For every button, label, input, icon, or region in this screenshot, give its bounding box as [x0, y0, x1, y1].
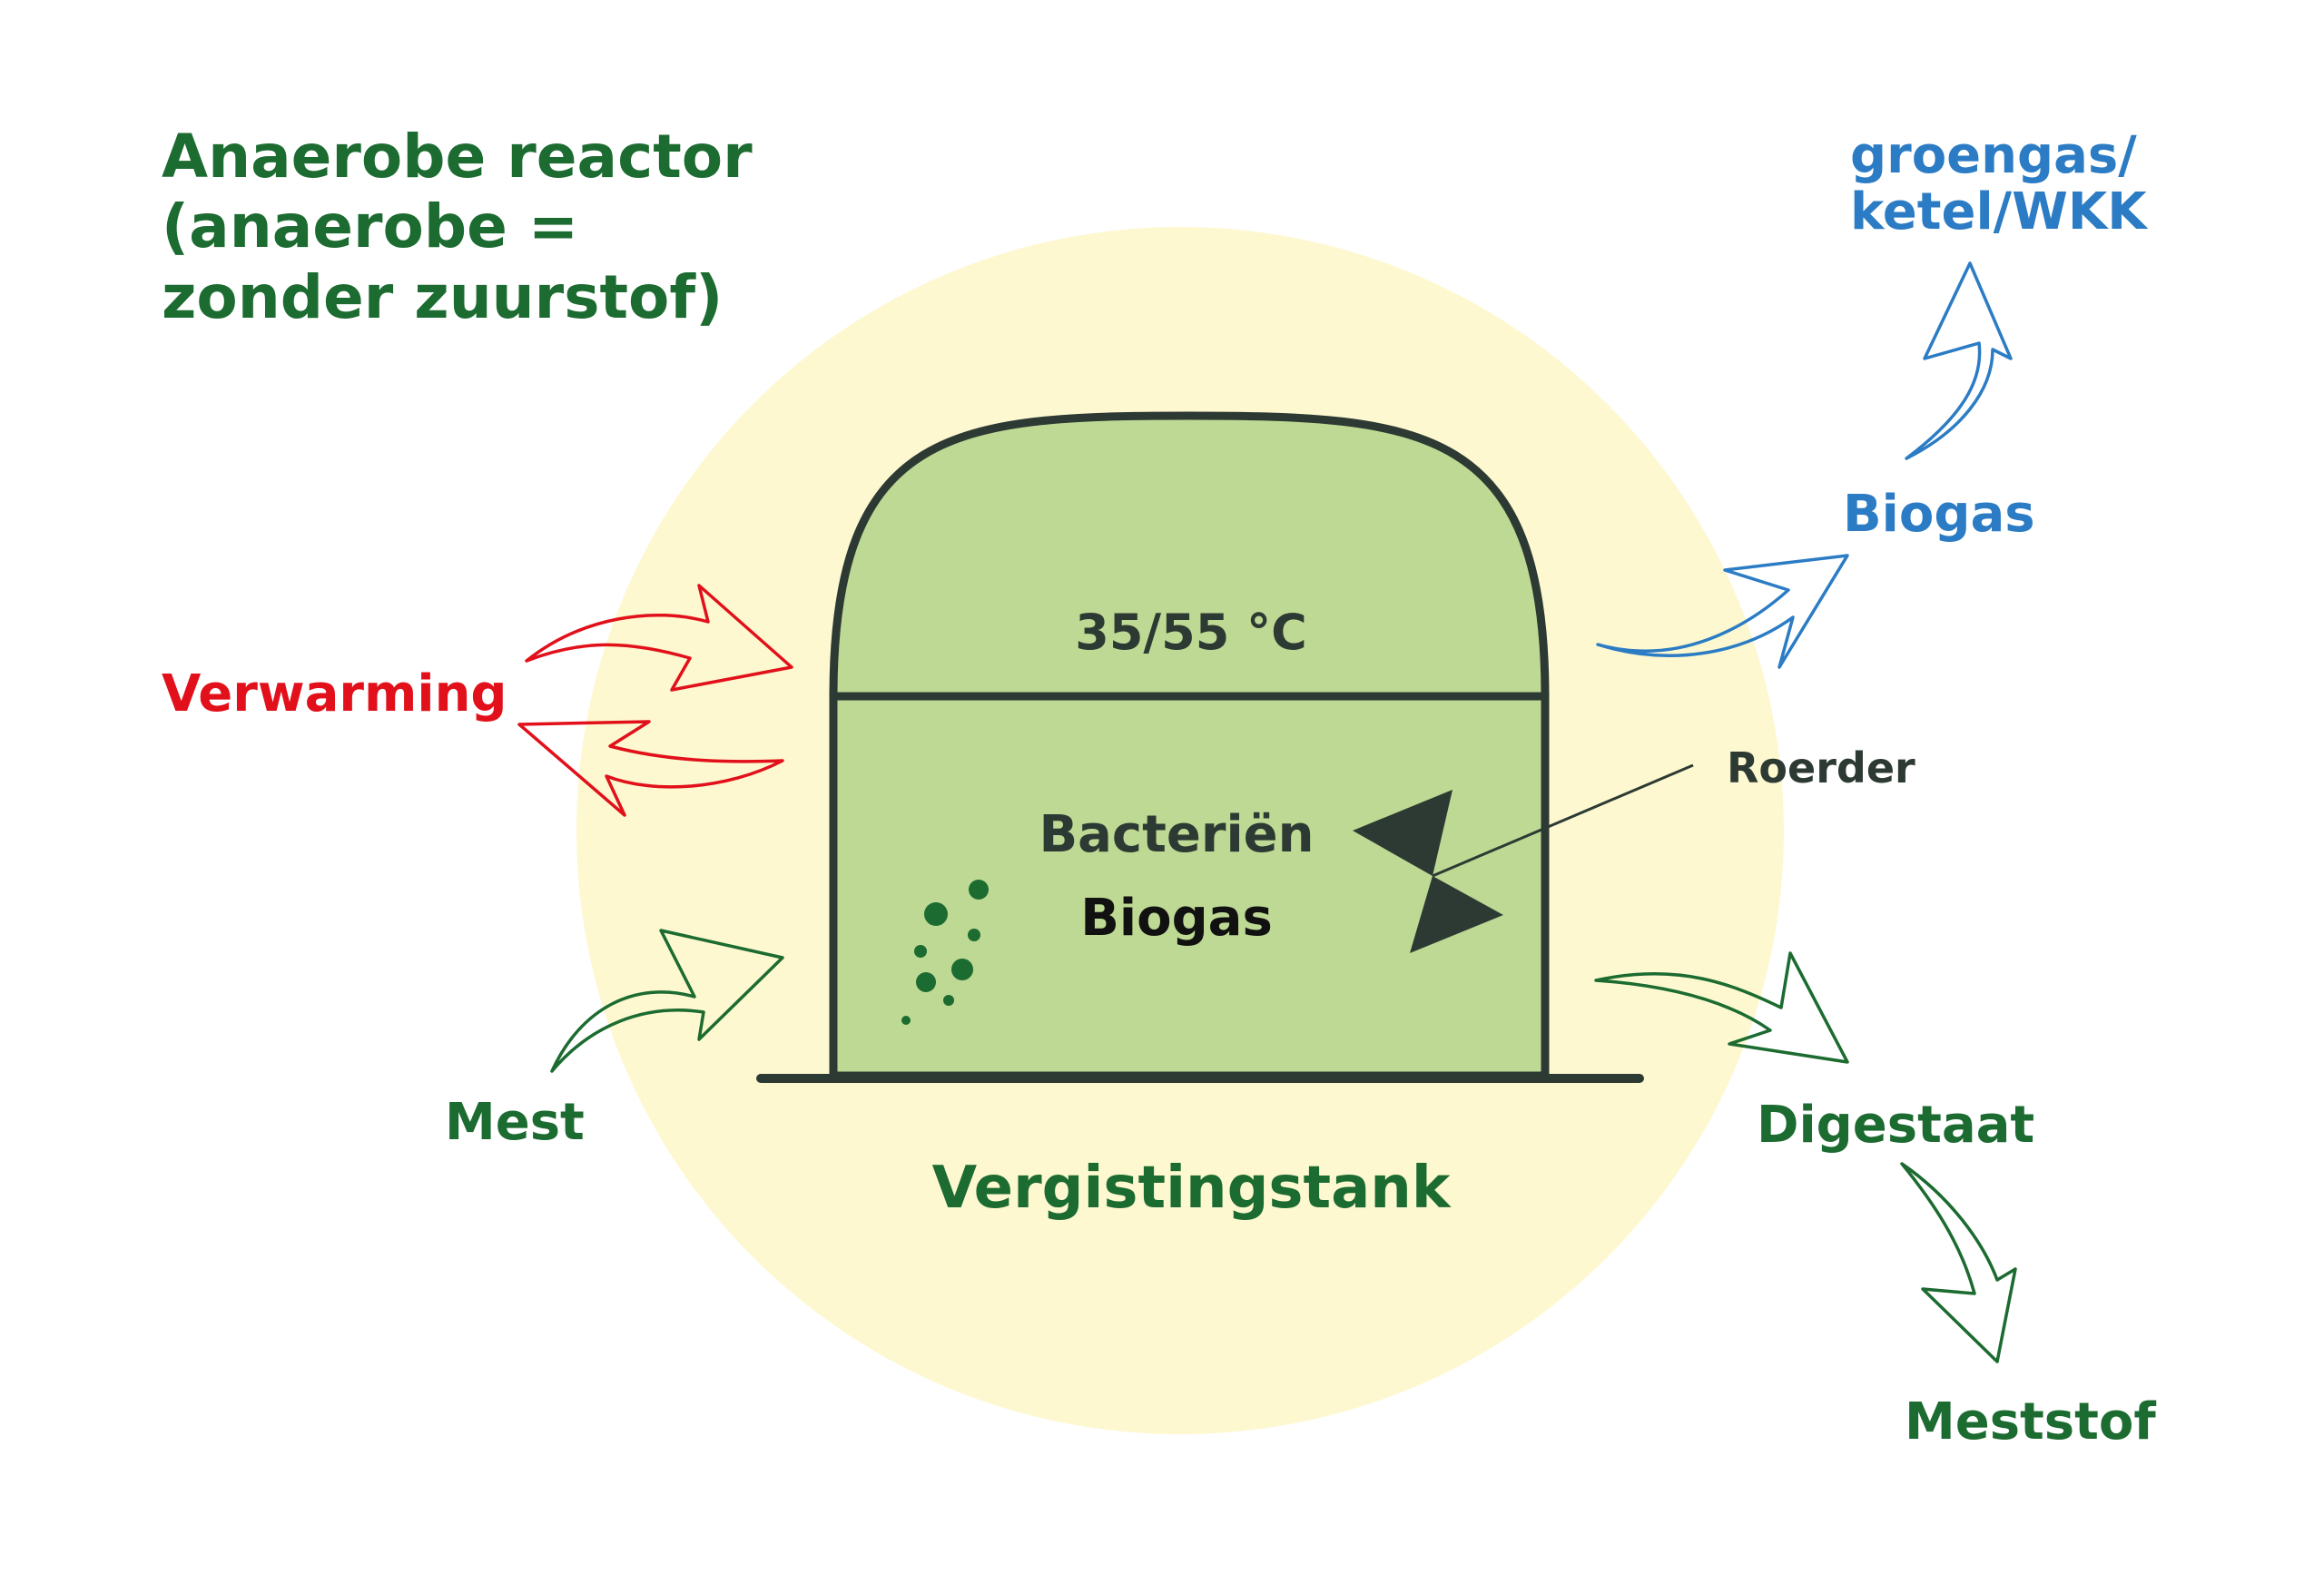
bubble — [951, 959, 973, 980]
bubble — [914, 945, 927, 958]
heating-arrows — [517, 584, 793, 817]
tank-dome — [829, 411, 1550, 701]
tank-body — [829, 692, 1550, 1080]
tank-name-label: Vergistingstank — [932, 1155, 1452, 1222]
heating-in-arrow-icon — [525, 584, 793, 692]
digestate-out-arrow-icon — [1594, 951, 1849, 1064]
manure-in-arrow-icon — [550, 929, 784, 1073]
bubble — [968, 929, 980, 941]
bubble — [943, 995, 954, 1006]
title-line-3: zonder zuurstof) — [162, 262, 723, 332]
fertilizer-arrow-icon — [1900, 1162, 2017, 1363]
stirrer-label: Roerder — [1727, 743, 1915, 792]
heating-label: Verwarming — [162, 664, 507, 723]
digestate-label: Digestaat — [1757, 1096, 2034, 1155]
fertilizer-label: Meststof — [1905, 1392, 2156, 1451]
stirrer-blade-bottom — [1410, 876, 1503, 953]
biogas-out-arrow-icon — [1596, 554, 1849, 669]
title-line-2: (anaerobe = — [162, 192, 578, 261]
bubble — [916, 972, 936, 992]
title-line-1: Anaerobe reactor — [162, 122, 753, 192]
digestion-tank — [756, 411, 1644, 1083]
heating-out-arrow-icon — [517, 720, 784, 817]
temperature-label: 35/55 °C — [1075, 604, 1306, 661]
biogas-use-arrow-icon — [1905, 261, 2013, 460]
biogas-use-line-1: groengas/ — [1850, 126, 2137, 185]
bubble — [924, 902, 948, 926]
biogas-output-label: Biogas — [1843, 485, 2035, 544]
bacteria-label: Bacteriën — [1039, 805, 1314, 864]
bubble — [969, 880, 989, 900]
bubble — [901, 1016, 911, 1025]
biogas-inside-label: Biogas — [1080, 889, 1273, 948]
stirrer-blade-top — [1353, 790, 1452, 876]
biogas-use-line-2: ketel/WKK — [1850, 182, 2149, 241]
stirrer-blades-icon — [1353, 790, 1503, 953]
stirrer-pointer-line — [1432, 763, 1694, 878]
gas-bubbles-icon — [901, 880, 989, 1025]
manure-label: Mest — [445, 1093, 585, 1152]
